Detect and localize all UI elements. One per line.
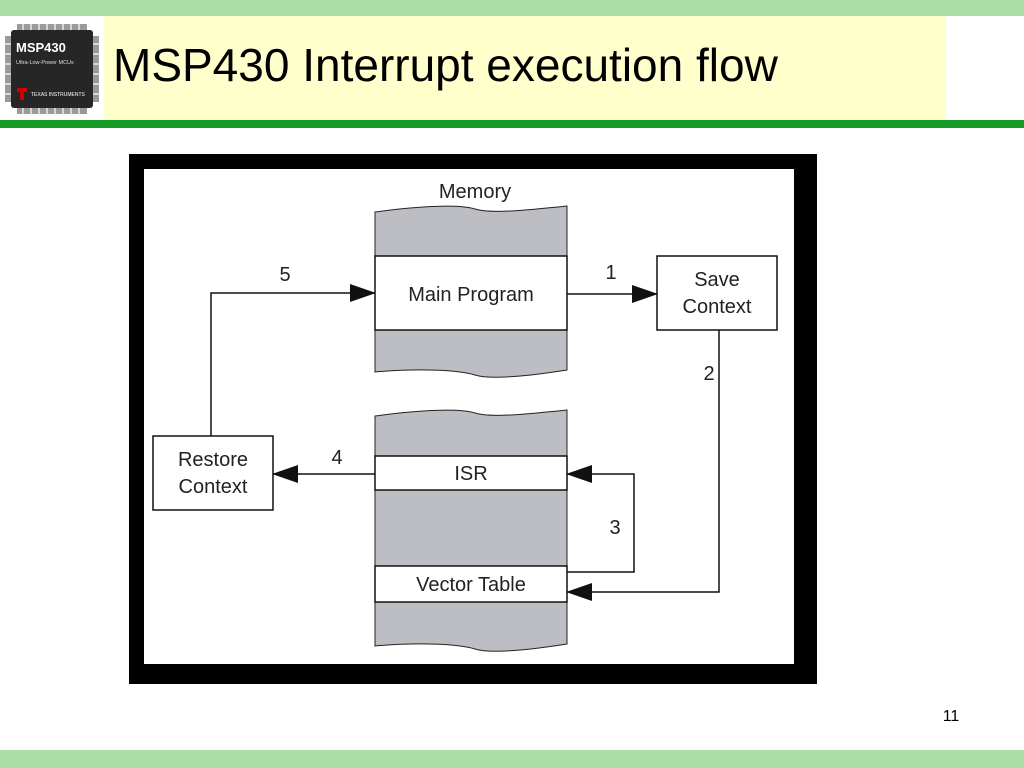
isr-label: ISR [454, 463, 487, 485]
memory-label: Memory [439, 181, 511, 203]
arrow-step-2 [566, 330, 720, 601]
chip-body [11, 30, 93, 108]
arrow-step-3 [566, 465, 635, 573]
memory-lower-block [374, 409, 568, 652]
bottom-band [0, 750, 1024, 768]
restore-context-label-line2: Context [179, 476, 248, 498]
page-number: 11 [942, 708, 960, 725]
step-4-label: 4 [331, 447, 342, 469]
arrow-step-5 [210, 284, 376, 436]
main-program-box: Main Program [374, 255, 568, 331]
chip-brand: TEXAS INSTRUMENTS [31, 92, 86, 98]
vector-table-label: Vector Table [416, 574, 526, 596]
step-5-label: 5 [279, 264, 290, 286]
isr-box: ISR [374, 455, 568, 491]
chip-name: MSP430 [16, 40, 66, 55]
diagram-frame: Memory Main Program Save Context Restore… [129, 154, 817, 684]
restore-context-box: Restore Context [152, 435, 274, 511]
step-1-label: 1 [605, 262, 616, 284]
save-context-label-line1: Save [694, 269, 740, 291]
title-background [104, 16, 946, 120]
step-3-label: 3 [609, 517, 620, 539]
chip-pins [5, 24, 99, 114]
save-context-label-line2: Context [683, 296, 752, 318]
main-program-label: Main Program [408, 284, 534, 306]
chip-subtitle: Ultra-Low-Power MCUs [16, 60, 74, 66]
vector-table-box: Vector Table [374, 565, 568, 603]
title-rule [0, 120, 1024, 128]
restore-context-label-line1: Restore [178, 449, 248, 471]
interrupt-flow-diagram: Memory Main Program Save Context Restore… [144, 169, 794, 664]
step-2-label: 2 [703, 363, 714, 385]
top-band [0, 0, 1024, 16]
save-context-box: Save Context [656, 255, 778, 331]
page-title: MSP430 Interrupt execution flow [113, 39, 778, 91]
ti-logo-icon [17, 88, 27, 100]
msp430-chip-icon: MSP430 Ultra-Low-Power MCUs TEXAS INSTRU… [5, 24, 99, 114]
